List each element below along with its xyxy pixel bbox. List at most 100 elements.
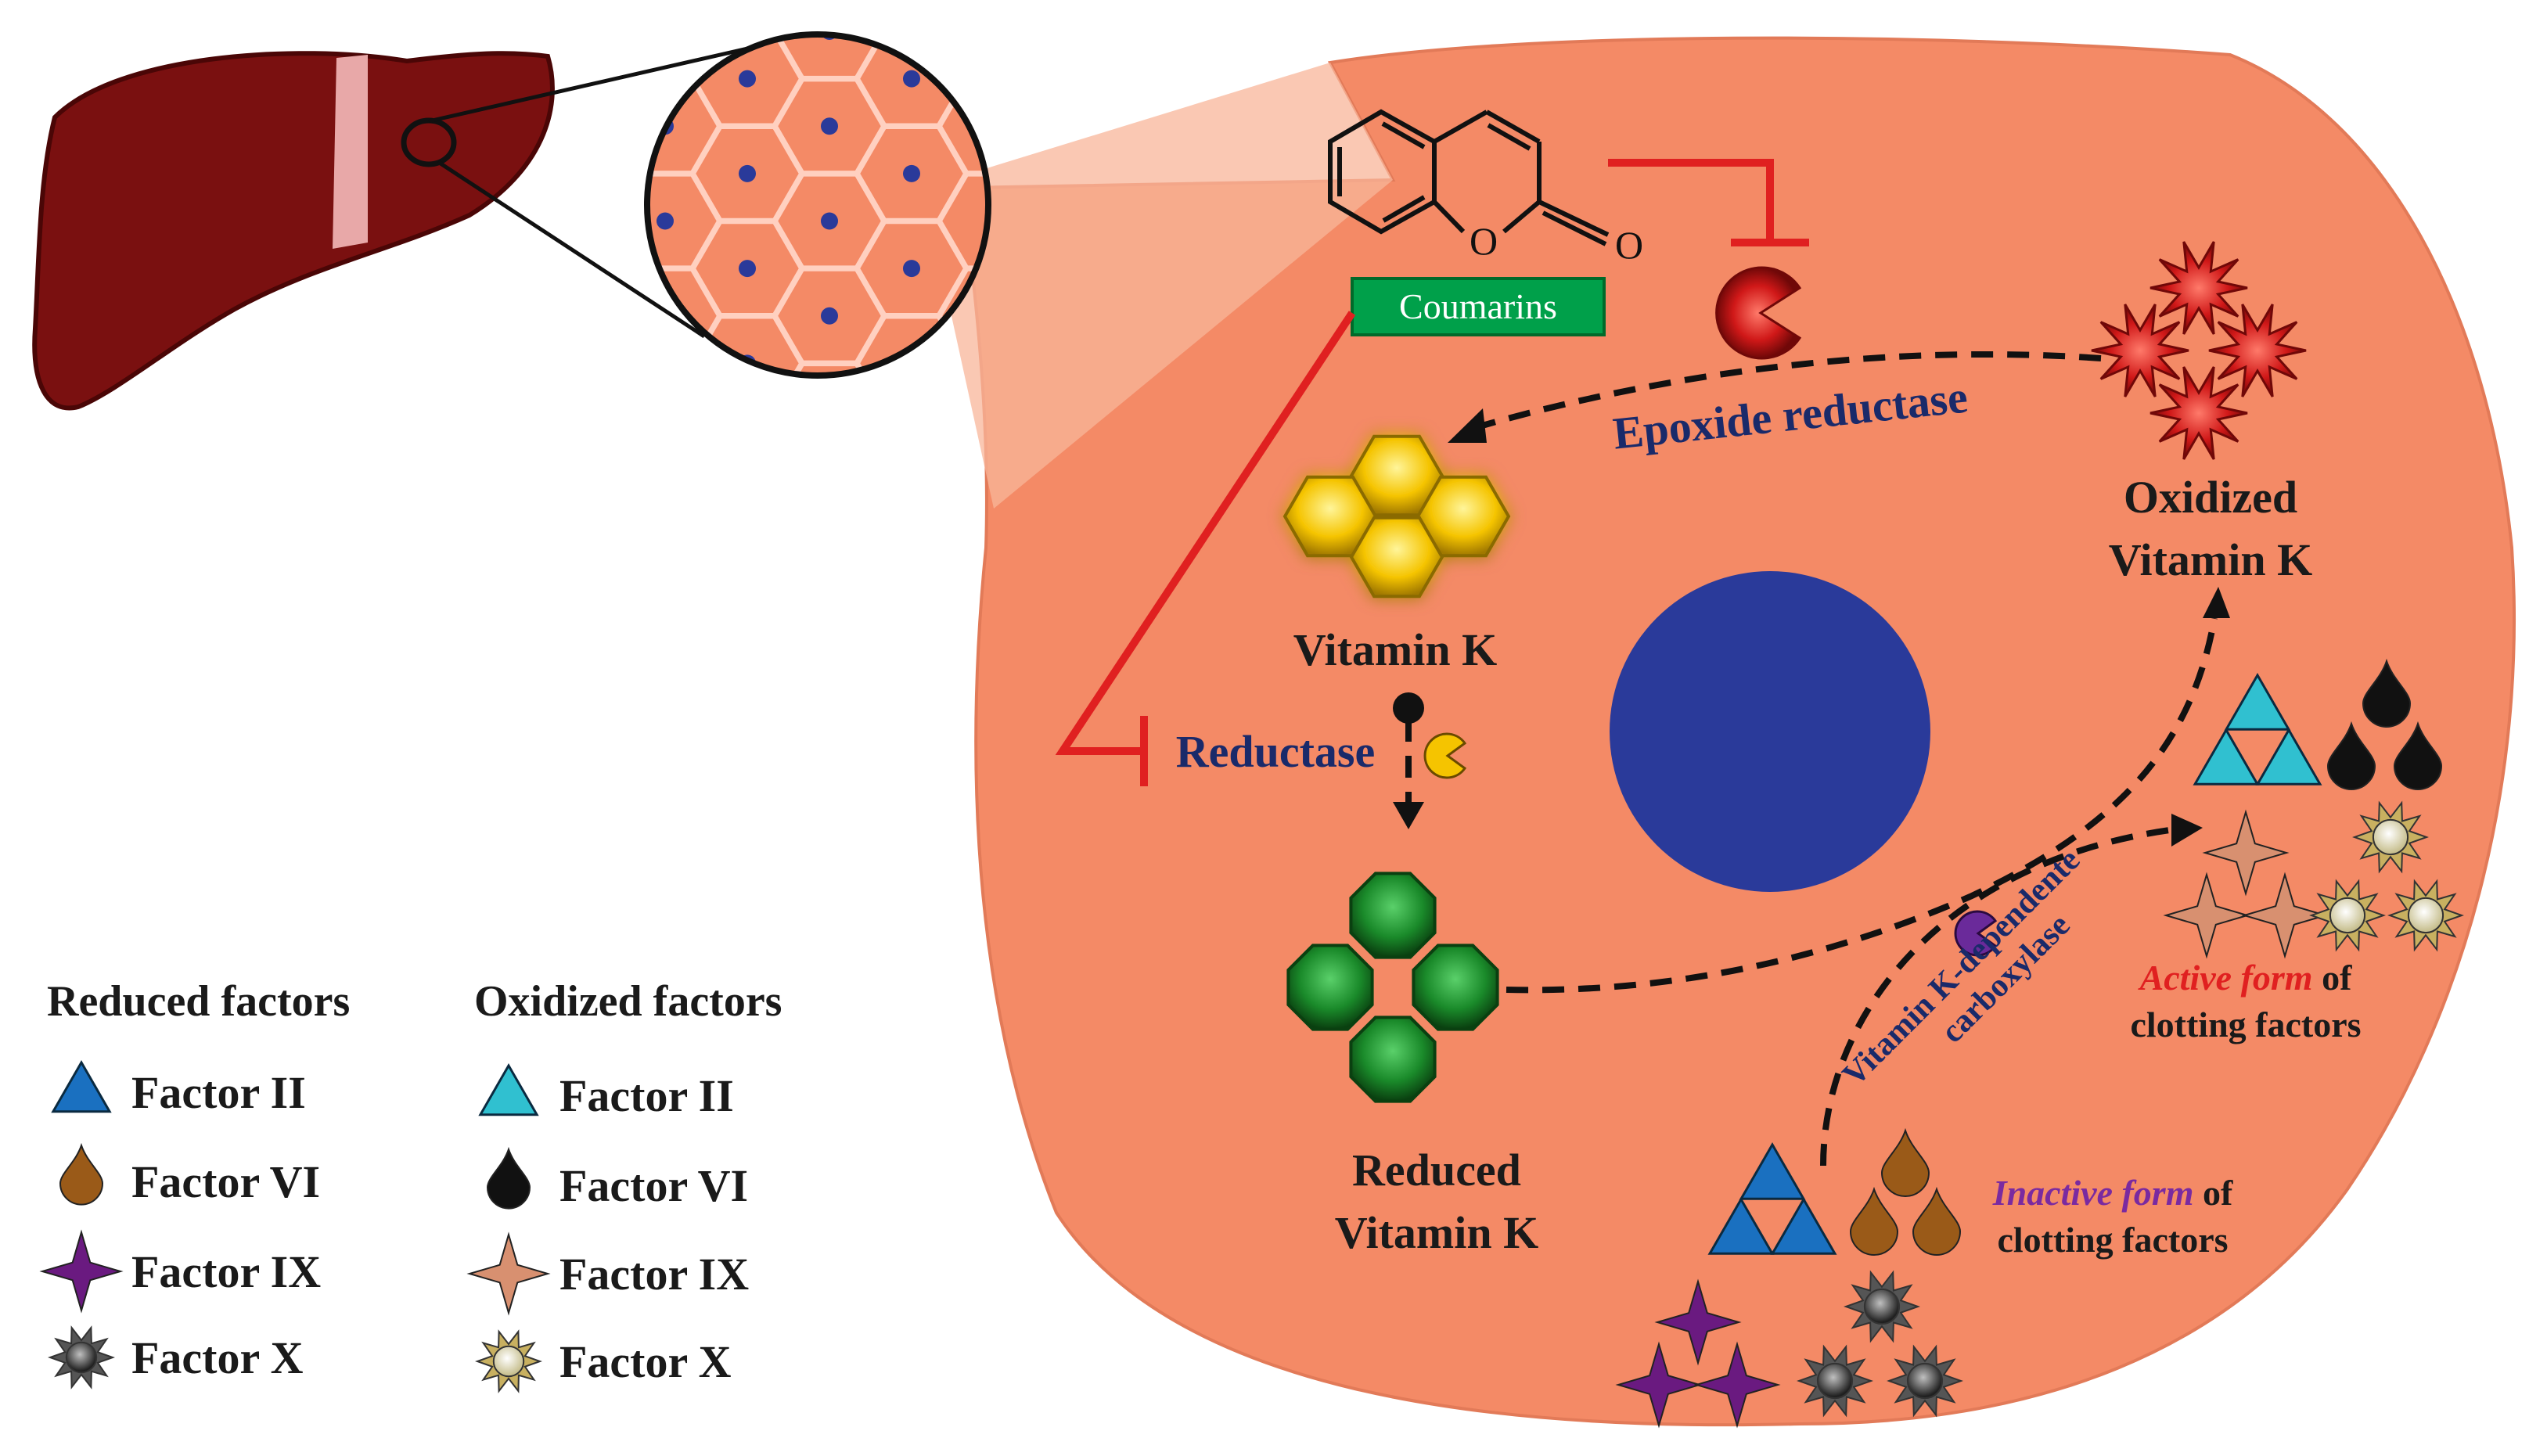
hepatocyte-nucleus-dot (739, 70, 756, 88)
hepatocyte-cell-outline (612, 459, 718, 552)
hepatocyte-cell-outline (530, 128, 636, 220)
hepatocyte-nucleus-dot (657, 212, 674, 230)
hepatocyte-cell-outline (858, 412, 965, 505)
active-form-of: of (2313, 958, 2353, 998)
active-factor-x-core (2407, 897, 2444, 934)
hepatocyte-nucleus-dot (821, 117, 838, 135)
oxidized-vitamin-k-star (2208, 304, 2307, 397)
hepatocyte-cell-outline (774, 34, 885, 79)
hepatocyte-nucleus-dot (985, 117, 988, 135)
legend-oxidized-factor-ii: Factor II (559, 1070, 734, 1121)
legend-oxidized-factor-vi-icon (486, 1146, 531, 1210)
hepatocyte-nucleus-dot (657, 497, 674, 514)
vitamin-k-hexagon (1349, 516, 1444, 599)
hepatocyte-cell-outline (858, 0, 965, 30)
legend-reduced-factor-x: Factor X (131, 1332, 304, 1383)
coumarins-label: Coumarins (1399, 286, 1557, 326)
reduced-vitamin-k-octagon (1349, 1016, 1437, 1103)
hepatocyte-nucleus-dot (903, 70, 920, 88)
legend-oxidized-factor-ii-icon (478, 1062, 539, 1116)
inactive-clotting-factors (1615, 1127, 1963, 1429)
hepatocyte-nucleus-dot (739, 260, 756, 278)
legend-reduced-factor-ii-icon (51, 1059, 112, 1113)
inactive-form-italic: Inactive form (1992, 1173, 2194, 1213)
hepatocyte-nucleus-dot (821, 402, 838, 419)
carboxylase-enzyme-icon (1954, 910, 1998, 957)
legend: Reduced factors Oxidized factors Factor … (39, 977, 782, 1393)
coumarins-label-box: Coumarins (1351, 277, 1606, 336)
hepatocyte-nucleus-dot (903, 260, 920, 278)
hepatocyte-cell-outline (694, 0, 800, 30)
hepatocyte-cell-outline (938, 34, 988, 79)
legend-oxidized-factor-ix-icon (466, 1231, 551, 1316)
legend-oxidized-factor-x-icon-core (492, 1345, 525, 1378)
hepatocyte-nucleus-dot (821, 497, 838, 514)
active-factor-ii (2255, 727, 2322, 786)
legend-reduced-factor-ix: Factor IX (131, 1246, 321, 1297)
inactive-factor-ix (1693, 1341, 1781, 1429)
coumarin-structure (1328, 109, 1610, 246)
hepatocyte-nucleus-dot (903, 164, 920, 182)
reduced-vitamin-k-label-line2: Vitamin K (1335, 1207, 1538, 1258)
hepatocyte-nucleus-dot (574, 354, 592, 372)
hepatocyte-cell-outline (647, 363, 721, 376)
hepatocyte-cell-outline (774, 363, 885, 376)
oxidized-vitamin-k-label-line2: Vitamin K (2109, 534, 2312, 585)
hepatocyte-cell-outline (530, 412, 636, 505)
hepatocyte-nucleus-dot (574, 165, 592, 182)
hepatocyte-cell-outline (694, 412, 800, 505)
inactive-factor-ii (1739, 1141, 1806, 1200)
inactive-factor-x-core (1816, 1362, 1854, 1400)
active-factor-ix (2241, 872, 2329, 959)
legend-oxidized-factor-vi: Factor VI (559, 1160, 748, 1211)
coumarin-inhibition-epoxide (1608, 159, 1809, 246)
inactive-factor-x-core (1906, 1362, 1944, 1400)
hepatocyte-nucleus-dot (821, 307, 838, 325)
legend-reduced-factor-vi-icon (59, 1142, 104, 1206)
hepatocyte-nucleus-dot (739, 450, 756, 467)
inactive-factor-ix (1615, 1341, 1703, 1429)
active-factor-ii (2224, 672, 2291, 731)
legend-oxidized-title: Oxidized factors (474, 977, 782, 1026)
active-form-italic: Active form (2138, 958, 2313, 998)
inactive-factor-vi (1880, 1127, 1930, 1197)
active-form-label-line2: clotting factors (2130, 1005, 2361, 1044)
legend-reduced-factor-ix-icon (39, 1229, 124, 1314)
inactive-form-label-line2: clotting factors (1997, 1220, 2228, 1260)
hepatocyte-cell-outline (530, 222, 636, 315)
hepatocyte-cell-outline (1023, 0, 1129, 30)
coumarin-ring-oxygen: O (1470, 219, 1498, 263)
hepatocyte-nucleus-dot (903, 545, 920, 562)
hepatocyte-nucleus-dot (657, 34, 674, 40)
active-factor-vi (2362, 658, 2412, 728)
oxidized-vitamin-k-cluster (2091, 241, 2307, 460)
hepatocyte-cell (923, 36, 2516, 1427)
active-clotting-factors (2163, 658, 2464, 959)
inactive-factor-vi (1849, 1186, 1899, 1256)
reduced-vitamin-k-octagon (1349, 872, 1437, 959)
oxidized-vitamin-k-star (2149, 366, 2248, 460)
active-factor-ix (2163, 872, 2250, 959)
hepatocyte-nucleus-dot (821, 212, 838, 230)
hepatocyte-cell-outline (530, 0, 636, 30)
cycle-arrows (1405, 351, 2218, 1167)
inactive-factor-ii (1770, 1196, 1837, 1255)
hepatocyte-cell-outline (858, 507, 965, 599)
reduced-vitamin-k-octagon (1286, 944, 1374, 1031)
inactive-factor-ix (1654, 1278, 1742, 1366)
active-factor-x-core (2372, 818, 2409, 856)
hepatocyte-nucleus-dot (657, 402, 674, 419)
active-factor-vi (2326, 721, 2376, 790)
hepatocyte-nucleus-dot (903, 450, 920, 467)
active-factor-ix (2202, 809, 2290, 897)
reductase-enzyme-icon (1423, 732, 1467, 779)
coumarin-carbonyl-oxygen: O (1615, 223, 1643, 267)
hepatocyte-nucleus-dot (739, 164, 756, 182)
nucleus (1610, 571, 1930, 892)
hepatocyte-cell-outline (938, 173, 988, 269)
inactive-factor-vi (1912, 1186, 1962, 1256)
active-form-label-line1: Active form of (2138, 958, 2353, 998)
legend-reduced-factor-vi: Factor VI (131, 1156, 320, 1207)
hepatocyte-cell-outline (530, 318, 636, 410)
